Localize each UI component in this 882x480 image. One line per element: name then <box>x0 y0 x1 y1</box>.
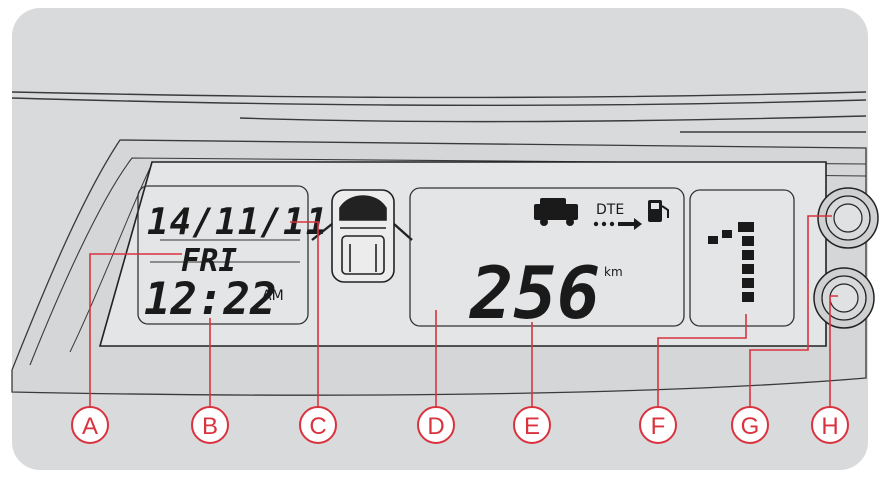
fuel-gauge-panel <box>689 189 795 327</box>
range-unit: km <box>604 265 623 279</box>
trim-lines <box>11 91 867 133</box>
callout-c: C <box>309 413 326 440</box>
range-panel <box>409 187 685 327</box>
range-value: 256 <box>468 251 600 335</box>
callout-e: E <box>524 413 540 440</box>
callout-d: D <box>427 413 444 440</box>
lcd-screen <box>98 161 827 347</box>
ampm-indicator: AM <box>262 288 284 304</box>
callout-a: A <box>82 413 98 440</box>
callout-f: F <box>651 413 666 440</box>
fuel-pump-icon <box>648 200 669 222</box>
fuel-level-bars <box>708 222 754 302</box>
callout-g: G <box>741 413 760 440</box>
door-status-icon <box>311 189 413 283</box>
clock-panel <box>137 185 309 325</box>
control-knobs <box>813 187 879 329</box>
dte-arrow-icon <box>593 218 642 230</box>
dte-label: DTE <box>596 202 624 218</box>
callout-lines <box>89 215 838 408</box>
callout-b: B <box>202 413 218 440</box>
vehicle-icon <box>534 198 578 226</box>
day-display: FRI <box>181 243 237 279</box>
callout-h: H <box>821 413 838 440</box>
time-display: 12:22 <box>144 274 276 325</box>
callout-markers <box>71 406 849 444</box>
